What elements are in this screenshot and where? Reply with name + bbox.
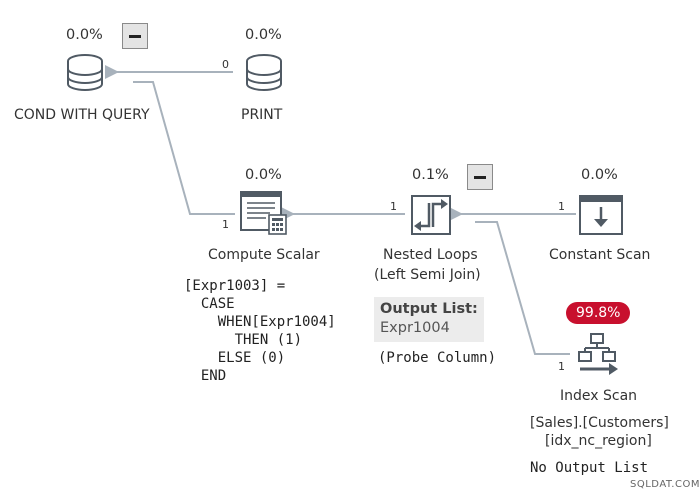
compute-expr-line: ELSE (0) (184, 350, 286, 366)
compute-scalar-cost: 0.0% (245, 167, 282, 183)
nested-edge-rows: 1 (390, 200, 397, 213)
constant-scan-icon (579, 195, 623, 235)
watermark: SQLDAT.COM (630, 479, 699, 490)
index-scan-output: No Output List (530, 460, 649, 476)
constant-scan-cost: 0.0% (581, 167, 618, 183)
index-scan-label: Index Scan (560, 388, 638, 404)
print-cost: 0.0% (245, 27, 282, 43)
nested-loops-sublabel: (Left Semi Join) (374, 267, 481, 283)
database-icon (246, 54, 282, 91)
output-list-box: Output List: Expr1004 (374, 297, 484, 342)
index-scan-index: [idx_nc_region] (545, 433, 652, 449)
compute-scalar-icon (240, 191, 287, 235)
nested-loops-icon (411, 195, 451, 235)
compute-scalar-label: Compute Scalar (208, 247, 320, 263)
print-label: PRINT (241, 107, 283, 123)
probe-column-label: (Probe Column) (378, 350, 497, 366)
cond-collapse-button[interactable] (122, 23, 148, 49)
compute-expr-line: CASE (184, 296, 235, 312)
nested-loops-label: Nested Loops (383, 247, 478, 263)
print-edge-rows: 0 (222, 58, 229, 71)
edge-index-to-nested (475, 221, 570, 355)
index-scan-object: [Sales].[Customers] (530, 415, 669, 431)
cond-cost: 0.0% (66, 27, 103, 43)
cond-label: COND WITH QUERY (14, 107, 150, 123)
index-edge-rows: 1 (558, 360, 565, 373)
compute-edge-rows: 1 (222, 218, 229, 231)
compute-expr-line: THEN (1) (184, 332, 303, 348)
output-list-title: Output List: (380, 301, 478, 317)
output-list-value: Expr1004 (380, 320, 450, 336)
constant-edge-rows: 1 (558, 200, 565, 213)
nested-loops-collapse-button[interactable] (467, 164, 493, 190)
compute-expr-line: WHEN[Expr1004] (184, 314, 336, 330)
compute-expr-line: [Expr1003] = (184, 278, 286, 294)
compute-expr-line: END (184, 368, 227, 384)
edge-compute-to-cond (133, 81, 235, 215)
index-scan-cost-badge: 99.8% (566, 302, 631, 324)
nested-loops-cost: 0.1% (412, 167, 449, 183)
database-icon (67, 54, 103, 91)
constant-scan-label: Constant Scan (549, 247, 651, 263)
index-scan-icon (578, 333, 618, 375)
